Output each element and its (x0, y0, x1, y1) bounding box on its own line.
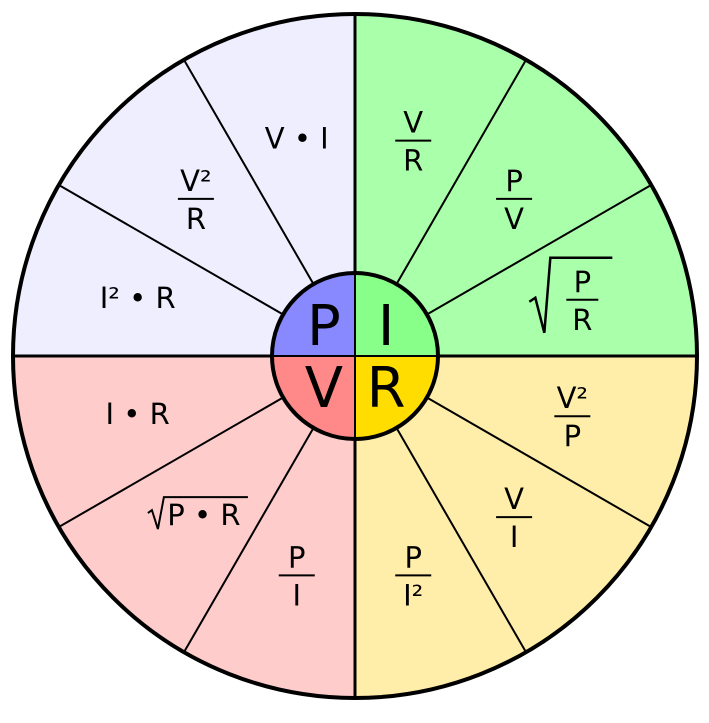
quadrant-i (355, 14, 697, 356)
formula-text: V • I (265, 122, 329, 156)
formula-text: I • R (106, 397, 170, 431)
denominator: P (564, 419, 582, 453)
denominator: I (292, 578, 301, 612)
denominator: R (403, 144, 423, 178)
center-ring (270, 271, 440, 441)
denominator: R (186, 202, 206, 236)
center-letter-v: V (305, 356, 343, 421)
quadrant-r (355, 356, 697, 698)
numerator: P (574, 265, 592, 299)
quadrant-p (13, 14, 355, 356)
numerator: V² (557, 381, 588, 415)
numerator: V² (180, 164, 211, 198)
denominator: I (510, 520, 519, 554)
numerator: V (403, 106, 423, 140)
outer-ring (11, 12, 699, 700)
square-root-sign (528, 256, 613, 334)
formula-r-2: P I² (395, 540, 432, 612)
formula-i-2: PR (528, 256, 613, 337)
formula-r-0: V² P (554, 381, 591, 453)
denominator: V (504, 202, 524, 236)
center-letter-r: R (367, 356, 406, 421)
formula-v-1: P • R (147, 496, 248, 532)
square-root-sign (147, 496, 248, 530)
formula-i-0: VR (395, 106, 432, 178)
formula-r-1: VI (496, 482, 533, 554)
quadrant-v (13, 356, 355, 698)
formula-p-0: V • I (265, 122, 329, 156)
numerator: P (505, 164, 523, 198)
denominator: R (572, 303, 592, 337)
numerator: V (504, 482, 524, 516)
formula-v-2: PI (278, 540, 315, 612)
formula-i-1: PV (496, 164, 533, 236)
formula-p-2: I² • R (100, 281, 176, 315)
center-letter-i: I (378, 294, 395, 359)
formula-v-0: I • R (106, 397, 170, 431)
formula-p-1: V² R (177, 164, 214, 236)
formula-text: P • R (167, 498, 240, 532)
center-letter-p: P (307, 294, 341, 359)
formula-text: I² • R (100, 281, 176, 315)
denominator: I² (403, 578, 423, 612)
numerator: P (288, 540, 306, 574)
numerator: P (404, 540, 422, 574)
